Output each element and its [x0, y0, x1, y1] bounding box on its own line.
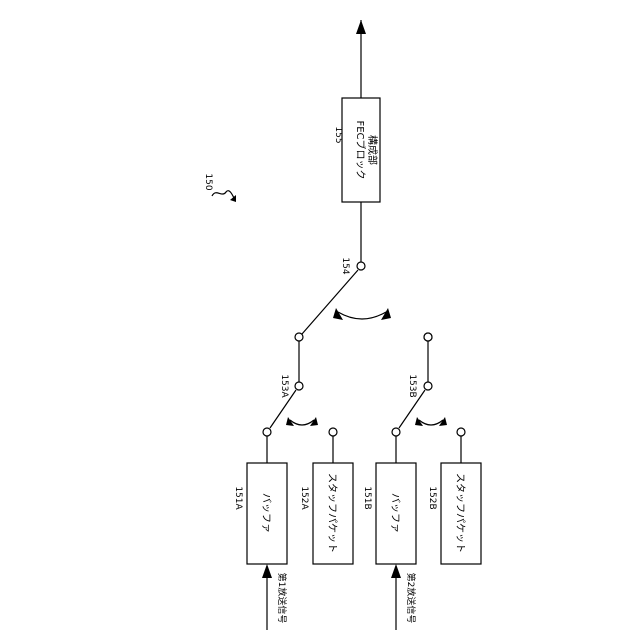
- system-ref-leader: [212, 191, 234, 198]
- input-a-label: 第1放送信号: [276, 573, 288, 624]
- buffer-a-label: バッファ: [260, 493, 272, 533]
- switch-main-ref: 154: [340, 257, 350, 274]
- switch-b-ref: 153B: [407, 374, 417, 397]
- buffer-b-label: バッファ: [389, 493, 401, 533]
- fec-block-label-line2: 構成部: [366, 135, 379, 165]
- switch-a-contact-buffer: [263, 428, 271, 436]
- switch-a-motion-arrow: [290, 420, 314, 425]
- switch-main-node: [357, 262, 365, 270]
- fec-block-ref: 155: [333, 126, 343, 143]
- input-a-arrowhead: [262, 564, 272, 578]
- switch-main-motion-arrow: [338, 312, 386, 319]
- switch-main-contact-a: [295, 333, 303, 341]
- stuff-b-label: スタッフパケット: [454, 473, 466, 553]
- buffer-a-ref: 151A: [233, 486, 243, 510]
- switch-a-node: [295, 382, 303, 390]
- switch-main-lever: [302, 270, 358, 334]
- switch-b-motion-arrow: [419, 420, 443, 425]
- input-b-label: 第2放送信号: [405, 573, 417, 624]
- output-arrowhead: [356, 20, 366, 34]
- switch-b-top-node: [424, 333, 432, 341]
- switch-a-contact-stuff: [329, 428, 337, 436]
- switch-b-contact-stuff: [457, 428, 465, 436]
- stuff-a-label: スタッフパケット: [326, 473, 338, 553]
- stuff-a-ref: 152A: [299, 486, 309, 510]
- input-b-arrowhead: [391, 564, 401, 578]
- system-ref: 150: [203, 173, 213, 190]
- buffer-b-ref: 151B: [362, 486, 372, 509]
- switch-a-ref: 153A: [279, 374, 289, 398]
- switch-b-node: [424, 382, 432, 390]
- fec-block-label-line1: FECブロック: [354, 120, 367, 179]
- switch-b-contact-buffer: [392, 428, 400, 436]
- stuff-b-ref: 152B: [427, 486, 437, 509]
